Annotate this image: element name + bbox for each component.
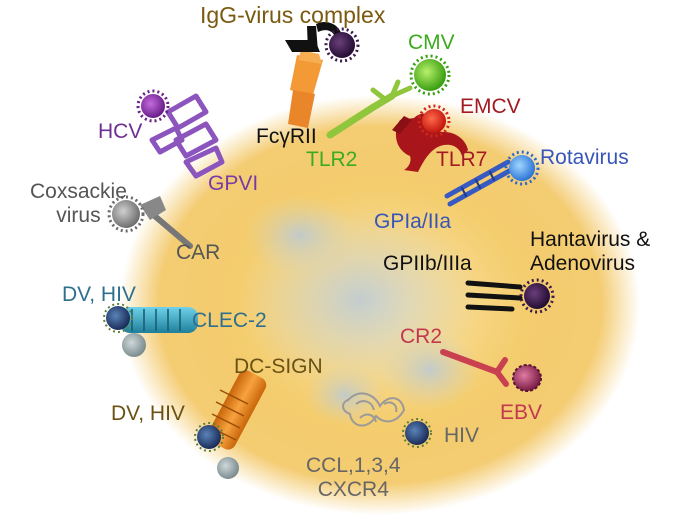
label-rotavirus: Rotavirus <box>540 146 629 169</box>
label-ccl-cxcr4: CCL,1,3,4 CXCR4 <box>306 454 401 501</box>
label-ebv: EBV <box>500 401 543 424</box>
clec2-receptor-icon <box>120 307 198 333</box>
label-dcsign: DC-SIGN <box>234 355 323 378</box>
fcgrii-receptor-icon <box>288 50 323 128</box>
gpvi-receptor-icon <box>149 93 225 179</box>
label-dv-hiv-top: DV, HIV <box>62 283 136 306</box>
dcsign-receptor-icon <box>207 370 267 450</box>
label-clec2: CLEC-2 <box>192 309 267 332</box>
label-gp1a: GPIa/IIa <box>374 210 452 233</box>
tlr2-receptor-icon <box>326 79 413 139</box>
label-hiv: HIV <box>444 424 480 447</box>
label-dv-hiv-bottom: DV, HIV <box>111 402 185 425</box>
label-hcv: HCV <box>98 120 143 143</box>
label-tlr7: TLR7 <box>436 148 488 171</box>
tlr7-receptor-icon <box>392 113 468 172</box>
label-hantavirus-adenovirus: Hantavirus & Adenovirus <box>530 228 651 275</box>
coxsackie-virus-icon <box>107 195 145 233</box>
cr2-receptor-icon <box>440 349 509 387</box>
emcv-virus-icon <box>417 104 451 138</box>
label-coxsackie-virus: Coxsackie virus <box>30 180 127 227</box>
dv-hiv-virus-icon <box>103 303 146 357</box>
ccl-cxcr4-receptor-icon <box>342 392 406 427</box>
cmv-virus-icon <box>409 54 451 96</box>
label-fcgrii: FcγRII <box>256 125 317 148</box>
dv-hiv-bottom-virus-icon <box>194 422 239 479</box>
ebv-virus-icon <box>512 364 542 392</box>
hiv-virus-icon <box>402 418 432 448</box>
label-car: CAR <box>176 241 221 264</box>
hcv-virus-icon <box>136 89 170 123</box>
igg-virus-icon <box>324 27 360 63</box>
label-gpvi: GPVI <box>208 172 259 195</box>
gp1a-receptor-icon <box>444 159 514 207</box>
label-cr2: CR2 <box>400 325 443 348</box>
label-cmv: CMV <box>408 31 455 54</box>
label-igg-virus-complex: IgG-virus complex <box>200 2 386 28</box>
label-tlr2: TLR2 <box>306 148 358 171</box>
rotavirus-icon <box>504 150 540 186</box>
label-gp2b: GPIIb/IIIa <box>383 252 472 275</box>
car-receptor-icon <box>140 196 193 249</box>
gp2b-receptor-icon <box>465 280 523 312</box>
label-emcv: EMCV <box>460 95 521 118</box>
hantavirus-adenovirus-icon <box>519 278 555 314</box>
